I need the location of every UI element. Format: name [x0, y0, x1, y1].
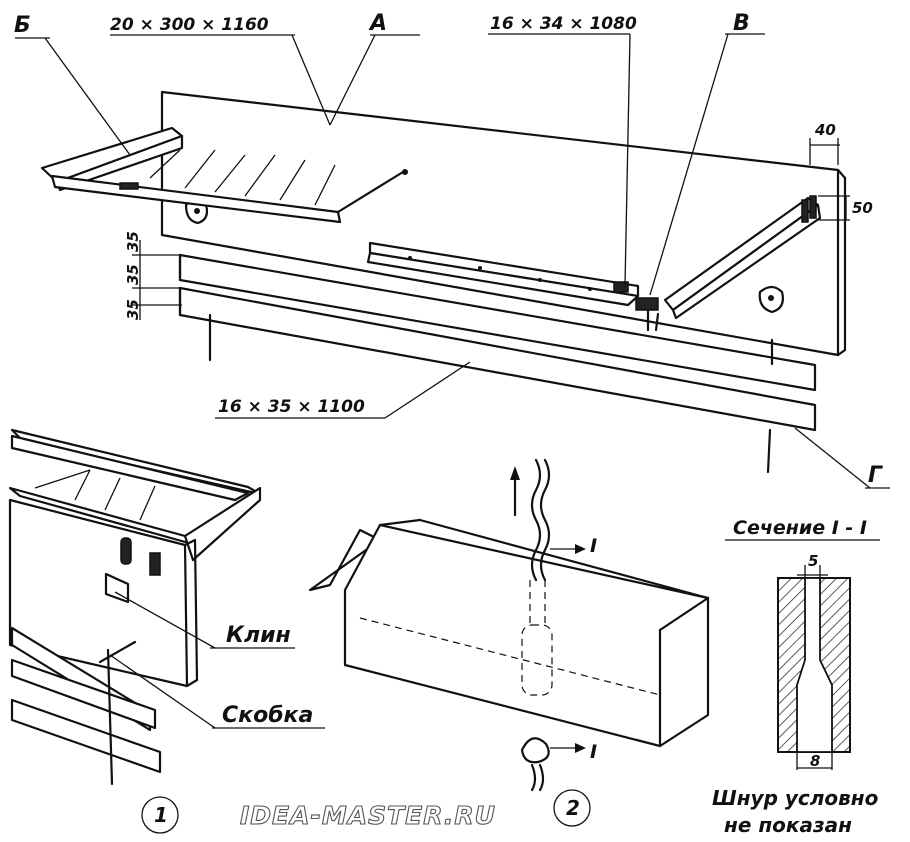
label-dim-35-bot: 35	[124, 299, 142, 320]
section-i-i	[725, 539, 880, 770]
hook-right	[758, 285, 784, 314]
label-section-mark-top: I	[590, 535, 597, 557]
right-arm-attached	[635, 195, 822, 332]
watermark: IDEA-MASTER.RU	[240, 801, 496, 830]
detail-1	[8, 428, 325, 834]
rails	[178, 253, 817, 474]
label-note-line1: Шнур условно	[712, 786, 879, 810]
label-part-b: Б	[14, 13, 31, 38]
label-dim-35-top: 35	[124, 231, 142, 252]
label-dim-40: 40	[814, 121, 836, 139]
label-dim-5: 5	[808, 552, 818, 570]
label-section-title: Сечение I - I	[733, 517, 867, 539]
label-dim-50: 50	[852, 199, 873, 217]
label-dim-arm: 16 × 34 × 1080	[490, 14, 637, 34]
label-section-mark-bottom: I	[590, 741, 597, 763]
label-fig-2: 2	[566, 796, 580, 820]
detail-2	[308, 458, 710, 827]
label-bracket: Скобка	[222, 703, 313, 728]
label-dim-8: 8	[810, 752, 820, 770]
label-dim-board: 20 × 300 × 1160	[110, 15, 269, 35]
label-dim-35-mid: 35	[124, 264, 142, 285]
label-part-g: Г	[868, 463, 883, 488]
label-wedge: Клин	[226, 623, 291, 648]
dimension-lines	[15, 33, 890, 489]
label-note-line2: не показан	[724, 813, 852, 837]
label-part-v: В	[733, 11, 750, 36]
label-part-a: А	[368, 11, 387, 36]
label-dim-rail: 16 × 35 × 1100	[218, 397, 365, 417]
left-arm	[40, 126, 408, 224]
label-fig-1: 1	[154, 803, 168, 827]
main-assembly	[15, 33, 890, 489]
right-arm-detached	[366, 241, 640, 307]
